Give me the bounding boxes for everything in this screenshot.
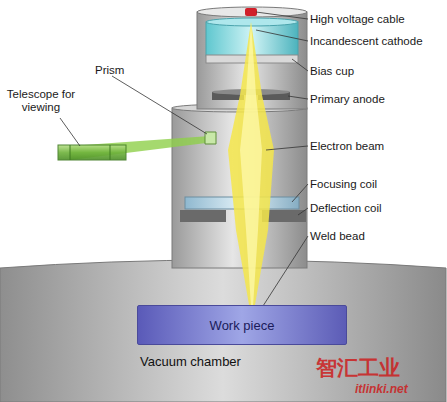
node-label: Work piece bbox=[138, 318, 346, 333]
part-label: Incandescent cathode bbox=[310, 35, 423, 48]
vacuum-chamber: Vacuum chamber Work piece bbox=[0, 262, 447, 402]
work-piece: Work piece bbox=[137, 305, 347, 345]
part-label: Focusing coil bbox=[310, 178, 377, 191]
part-label: Weld bead bbox=[310, 230, 365, 243]
part-label: Bias cup bbox=[310, 65, 354, 78]
part-label: Electron beam bbox=[310, 140, 384, 153]
part-label: Primary anode bbox=[310, 93, 385, 106]
part-label: Prism bbox=[95, 64, 124, 77]
part-label: Telescope for viewing bbox=[4, 88, 78, 114]
part-label: Deflection coil bbox=[310, 202, 382, 215]
node-label: Vacuum chamber bbox=[140, 354, 241, 369]
part-label: High voltage cable bbox=[310, 13, 405, 26]
watermark: itlinki.net bbox=[355, 382, 408, 396]
watermark: 智汇工业 bbox=[316, 356, 400, 379]
